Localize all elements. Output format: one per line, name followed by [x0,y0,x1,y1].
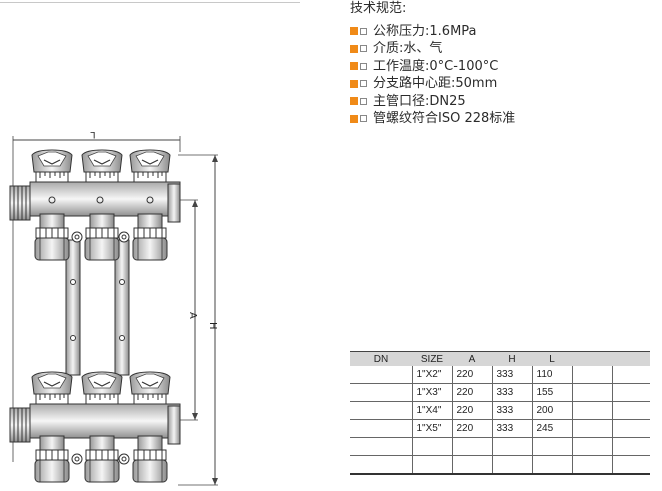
table-cell [350,419,412,438]
dimension-h: H [178,154,218,486]
table-row [350,455,650,475]
table-header-cell [572,351,612,366]
table-cell: 1"X4" [411,401,452,420]
table-cell: 1"X5" [411,419,452,438]
table-cell [491,455,532,475]
spec-label: 分支路中心距: [373,76,456,91]
table-cell [571,437,612,456]
spec-value: 水、气 [403,41,443,56]
bullet-open-icon [360,45,367,53]
spec-label: 管螺纹符合 [373,111,439,126]
table-header-cell: H [492,351,532,366]
bullet-filled-icon [350,62,358,71]
table-cell [611,401,650,420]
spec-item: 分支路中心距:50mm [350,75,515,93]
table-cell: 1"X2" [411,366,452,384]
spec-value: 1.6MPa [429,23,477,39]
manifold-drawing: L H A [9,129,218,486]
table-cell [571,419,612,438]
table-cell: 333 [491,419,532,438]
table-cell [350,366,412,384]
table-cell [531,437,572,456]
bullet-filled-icon [350,97,358,106]
table-cell [571,401,612,420]
table-header-cell [612,351,650,366]
dim-label-l: L [90,129,95,139]
table-cell [411,437,452,456]
table-cell: 110 [531,366,572,384]
table-cell: 220 [451,383,492,402]
table-cell [350,455,412,475]
spec-label: 公称压力: [373,23,430,39]
spec-label: 介质: [373,41,404,56]
table-cell [411,455,452,475]
table-cell [611,366,650,384]
table-cell: 333 [491,366,532,384]
table-cell: 220 [451,419,492,438]
table-cell: 200 [531,401,572,420]
lower-manifold [9,371,181,483]
spec-value: 50mm [455,76,498,91]
bullet-open-icon [360,80,367,88]
bullet-open-icon [360,62,367,70]
bullet-open-icon [360,97,367,105]
dim-label-h: H [207,322,218,330]
top-divider [0,2,300,3]
dimension-a: A [180,199,198,421]
table-cell [491,437,532,456]
table-cell: 155 [531,383,572,402]
bracket-rails [65,239,130,376]
spec-item: 主管口径:DN25 [350,93,515,111]
table-cell [350,437,412,456]
bullet-open-icon [360,27,367,35]
table-cell [350,401,412,420]
bullet-open-icon [360,115,367,123]
table-cell: 1"X3" [411,383,452,402]
table-cell: 220 [451,366,492,384]
table-header-cell: L [532,351,572,366]
table-row [350,437,650,456]
table-cell [531,455,572,475]
bullet-filled-icon [350,79,358,88]
table-cell [451,455,492,475]
spec-value: ISO 228标准 [438,111,516,126]
table-cell: 245 [531,419,572,438]
table-cell [611,383,650,402]
table-header-cell: A [452,351,492,366]
spec-value: DN25 [429,93,466,109]
spec-title: 技术规范: [350,1,407,16]
table-cell [451,437,492,456]
bullet-filled-icon [350,114,358,123]
table-cell: 333 [491,401,532,420]
table-cell: 333 [491,383,532,402]
dim-label-a: A [187,312,198,319]
spec-label: 工作温度: [373,58,430,74]
table-cell: 220 [451,401,492,420]
table-cell [350,383,412,402]
bullet-filled-icon [350,44,358,53]
table-cell [571,366,612,384]
table-cell [611,437,650,456]
spec-item: 介质:水、气 [350,40,515,58]
table-header-cell: DN [350,351,412,366]
upper-manifold [9,149,181,261]
bullet-filled-icon [350,27,358,36]
spec-item: 公称压力:1.6MPa [350,23,515,41]
table-cell [571,455,612,475]
spec-value: 0°C-100°C [429,58,499,74]
spec-label: 主管口径: [373,93,430,109]
table-cell [611,419,650,438]
table-cell [571,383,612,402]
table-header-cell: SIZE [412,351,452,366]
spec-item: 工作温度:0°C-100°C [350,58,515,76]
table-cell [611,455,650,475]
